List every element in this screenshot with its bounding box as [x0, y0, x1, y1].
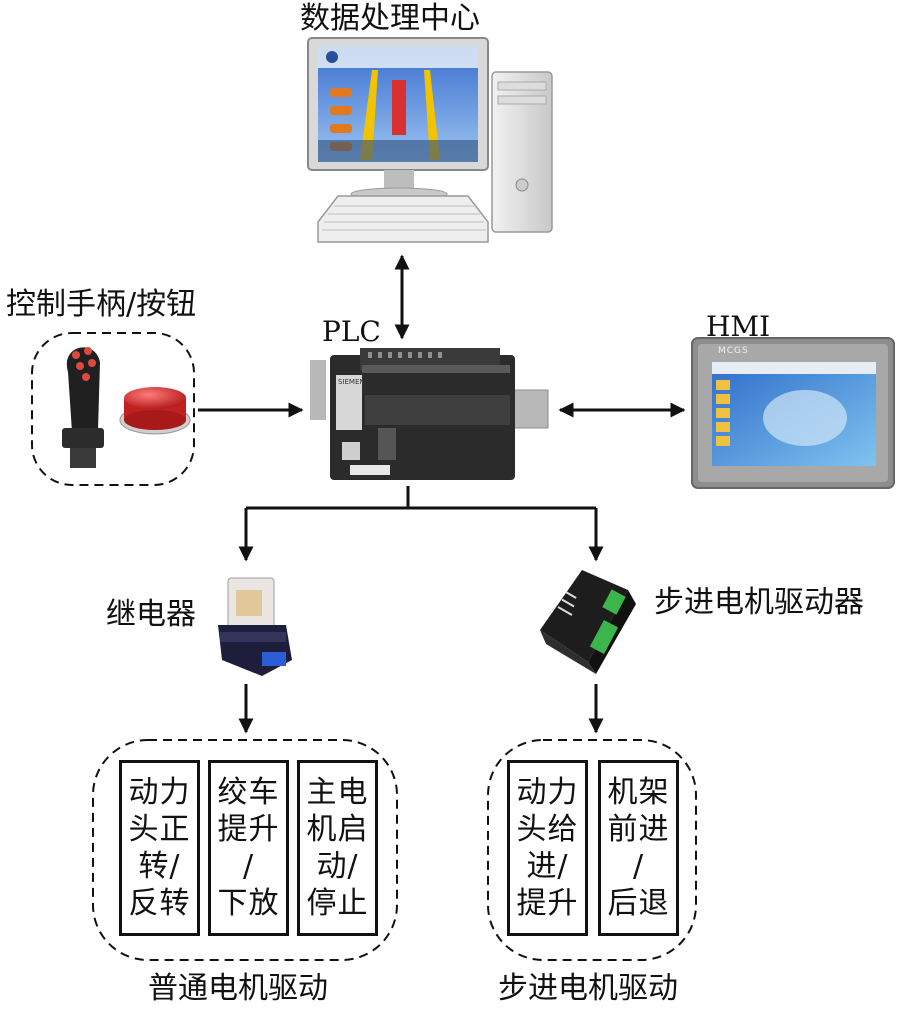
hmi-icon	[691, 337, 895, 489]
plc-label: PLC	[322, 315, 381, 348]
plc-brand-text: SIEMENS	[338, 378, 370, 386]
box-line: 进/	[526, 849, 569, 884]
box-line: 动/	[316, 849, 359, 884]
controller-label: 控制手柄/按钮	[6, 287, 197, 322]
box-line: 后退	[607, 886, 670, 921]
box-line: 头正	[128, 812, 191, 847]
relay-icon	[218, 577, 292, 676]
plc-icon	[310, 348, 549, 480]
box-line: 绞车	[217, 775, 280, 810]
box-line: 头给	[516, 812, 579, 847]
box-line: 转/	[138, 849, 181, 884]
box-line: 提升	[516, 886, 579, 921]
computer-icon	[307, 37, 553, 243]
stepper-driver-label: 步进电机驱动器	[654, 585, 864, 620]
controller-group-outline	[31, 332, 195, 486]
box-line: 动力	[128, 775, 191, 810]
hmi-brand-text: MCGS	[718, 346, 749, 356]
normal-drive-group-outline	[92, 739, 398, 961]
emergency-button-icon	[119, 387, 191, 435]
normal-drive-box-3: 主电 机启 动/ 停止	[297, 760, 378, 936]
box-line: 机架	[607, 775, 670, 810]
box-line: /	[242, 849, 255, 884]
stepper-driver-icon	[540, 570, 636, 674]
hmi-label: HMI	[706, 310, 771, 343]
box-line: 下放	[217, 886, 280, 921]
stepper-drive-group-outline	[487, 739, 697, 961]
box-line: 动力	[516, 775, 579, 810]
normal-drive-box-1: 动力 头正 转/ 反转	[119, 760, 200, 936]
stepper-drive-box-1: 动力 头给 进/ 提升	[507, 760, 588, 936]
normal-drive-caption: 普通电机驱动	[148, 971, 328, 1006]
box-line: /	[632, 849, 645, 884]
connector-lines	[198, 254, 686, 734]
joystick-icon	[62, 347, 104, 468]
data-center-label: 数据处理中心	[300, 1, 480, 36]
box-line: 主电	[306, 775, 369, 810]
box-line: 反转	[128, 886, 191, 921]
box-line: 机启	[306, 812, 369, 847]
normal-drive-box-2: 绞车 提升 / 下放	[208, 760, 289, 936]
box-line: 停止	[306, 886, 369, 921]
stepper-drive-caption: 步进电机驱动	[498, 971, 678, 1006]
box-line: 前进	[607, 812, 670, 847]
stepper-drive-box-2: 机架 前进 / 后退	[598, 760, 679, 936]
relay-label: 继电器	[106, 597, 196, 632]
box-line: 提升	[217, 812, 280, 847]
